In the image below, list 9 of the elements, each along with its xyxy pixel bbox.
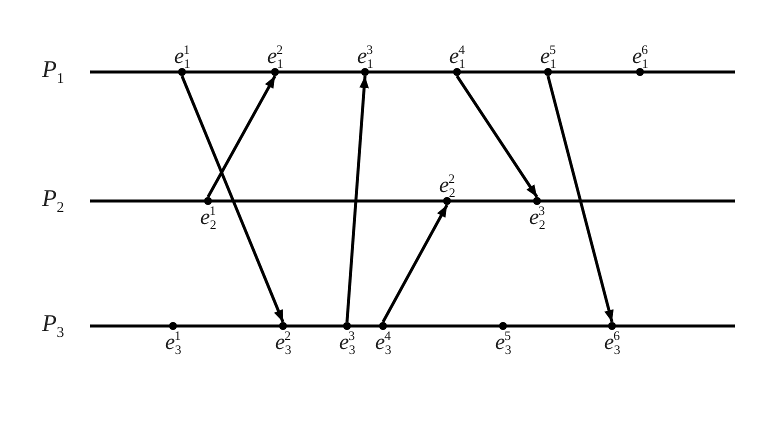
message-arrow [382, 204, 448, 323]
process-label: P$_{3}$ [42, 310, 64, 343]
message-arrow [546, 76, 614, 322]
message-arrow [456, 75, 538, 198]
process-label: P$_{1}$ [42, 56, 64, 89]
message-arrow [206, 75, 276, 198]
message-arrow [180, 75, 284, 323]
message-arrow [346, 76, 369, 322]
process-label: P$_{2}$ [42, 185, 64, 218]
